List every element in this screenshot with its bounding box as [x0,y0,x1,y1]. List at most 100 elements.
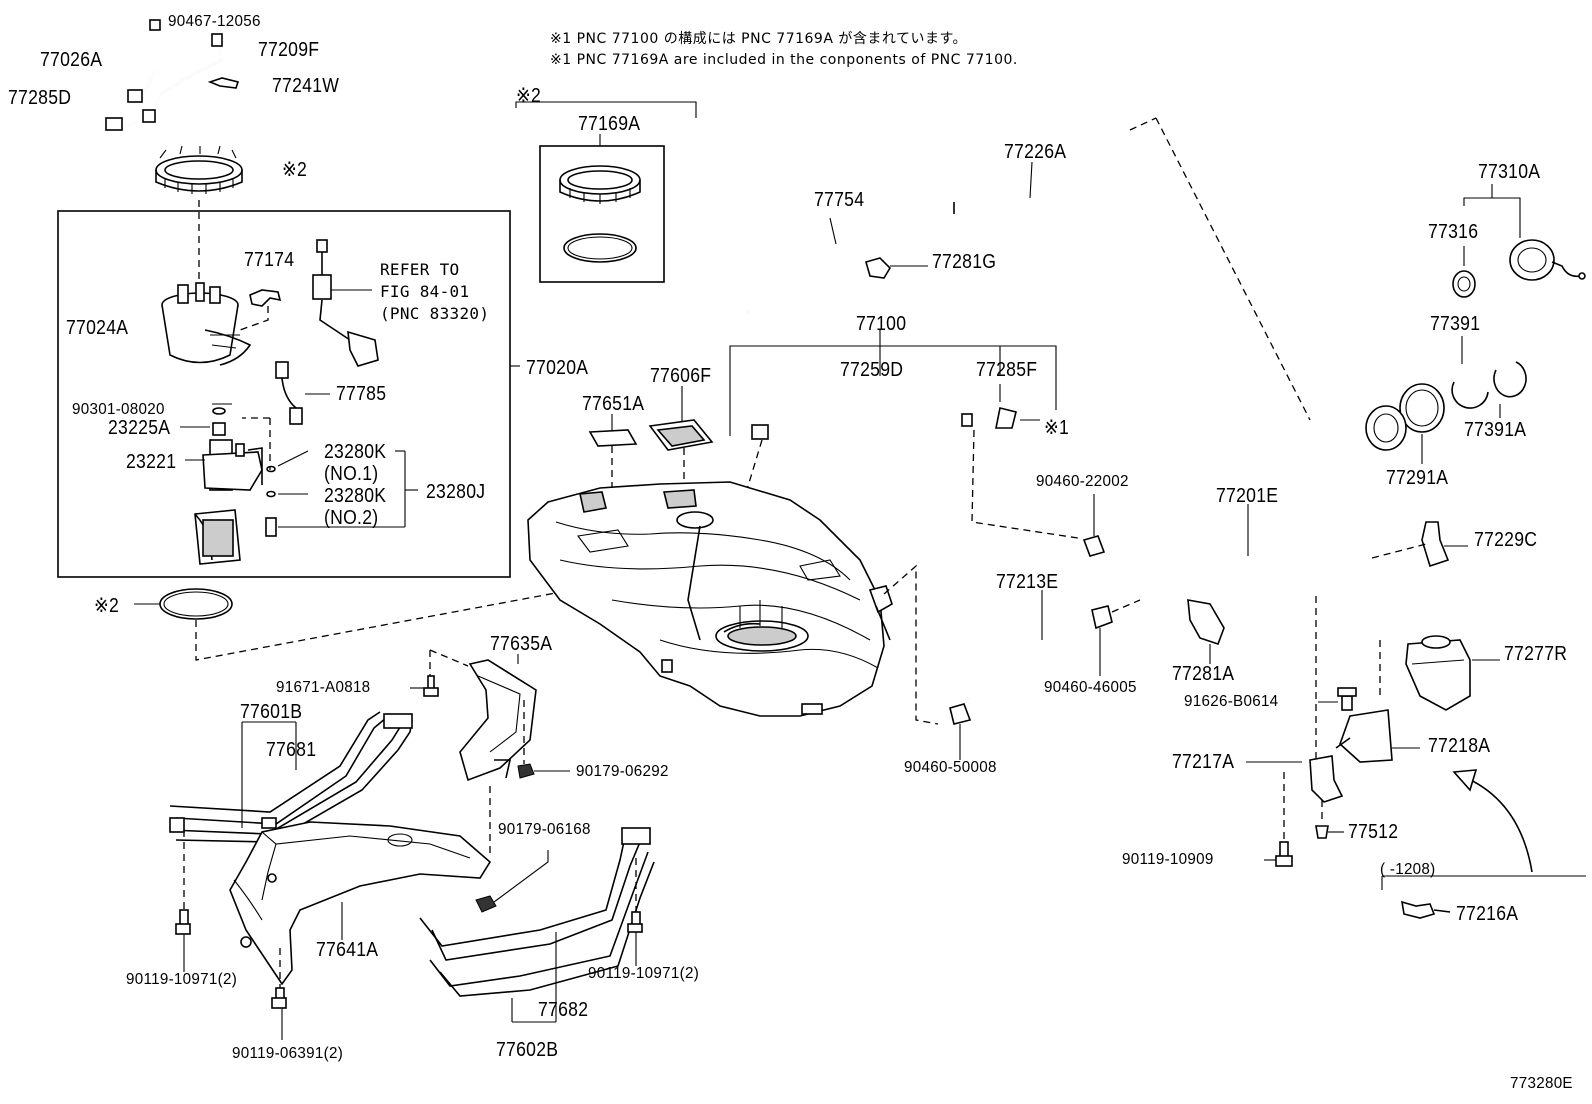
cushion-icon [212,422,226,436]
part-label[interactable]: 77785 [336,383,387,405]
bolt-icon [1337,687,1357,711]
pump-assembly-box [57,210,511,578]
part-label[interactable]: 90119-06391(2) [232,1045,344,1062]
part-label[interactable]: 77602B [496,1039,559,1061]
part-label[interactable]: 90179-06292 [576,763,669,780]
part-label[interactable]: 90119-10909 [1122,851,1214,868]
nut-icon [475,895,497,913]
part-label[interactable]: 77281G [932,251,997,273]
part-label[interactable]: 77026A [40,49,103,71]
fuel-tube-icon [751,400,973,440]
bracket-icon [459,659,537,782]
part-label[interactable]: 90467-12056 [168,13,261,30]
o-ring-icon [266,490,276,498]
clip-icon [1421,521,1450,568]
gasket-icon [159,588,233,620]
gasket-icon [1452,270,1476,298]
part-label[interactable]: 90119-10971(2) [588,965,700,982]
part-label[interactable]: 77226A [1004,141,1067,163]
part-label[interactable]: 77316 [1428,221,1479,243]
part-label[interactable]: 23280J [426,481,486,503]
lock-ring-icon [559,165,641,204]
part-label[interactable]: 77291A [1386,467,1449,489]
part-label[interactable]: 77174 [244,249,295,271]
pad-icon [588,429,638,447]
bolt-icon [175,909,191,935]
wire-harness-icon [275,361,330,425]
part-label[interactable]: 91626-B0614 [1184,693,1279,710]
part-label[interactable]: 77229C [1474,529,1538,551]
note-japanese: ※1 PNC 77100 の構成には PNC 77169A が含まれています。 [550,31,968,47]
part-label[interactable]: 77241W [272,75,340,97]
part-label[interactable]: 77285D [8,87,72,109]
part-label[interactable]: 77024A [66,317,129,339]
ref-mark: ※2 [94,595,120,617]
part-label[interactable]: 23221 [126,451,177,473]
part-note: (NO.2) [324,507,379,529]
part-label[interactable]: 77681 [266,739,317,761]
part-label[interactable]: 90460-46005 [1044,679,1137,696]
part-label[interactable]: 77682 [538,999,589,1021]
connector-icon [1401,900,1451,919]
tank-strap-icon [169,711,413,843]
o-ring-icon [212,407,226,415]
part-label[interactable]: 77641A [316,939,379,961]
filler-ring-icon [1399,383,1445,433]
part-label[interactable]: 77277R [1504,643,1568,665]
refer-line-1: REFER TO [380,260,460,279]
vent-tube-icon [737,128,1145,314]
part-label[interactable]: 77601B [240,701,303,723]
part-label[interactable]: 23280K [324,485,387,507]
part-label[interactable]: 90460-22002 [1036,473,1129,490]
bolt-icon [627,911,643,933]
part-note: (NO.1) [324,463,379,485]
bolt-icon [271,987,287,1009]
part-label[interactable]: 77169A [578,113,641,135]
part-label[interactable]: 77201E [1216,485,1279,507]
part-label[interactable]: 77635A [490,633,553,655]
part-label[interactable]: 77651A [582,393,645,415]
part-label[interactable]: 77391 [1430,313,1481,335]
part-label[interactable]: 77512 [1348,821,1399,843]
bracket-icon [1309,709,1393,803]
lock-ring-icon [155,145,243,194]
diagram-id: 773280E [1510,1075,1573,1092]
part-label[interactable]: 77754 [814,189,865,211]
arrow-icon [1461,775,1533,873]
part-label[interactable]: 77020A [526,357,589,379]
pump-filter-icon [194,509,241,565]
date-range: ( -1208) [1380,861,1436,878]
part-label[interactable]: 77217A [1172,751,1235,773]
ref-mark: ※2 [282,159,308,181]
part-label[interactable]: 77281A [1172,663,1235,685]
hose-icon [961,612,1096,706]
part-label[interactable]: 91671-A0818 [276,679,371,696]
part-label[interactable]: 77100 [856,313,907,335]
fuel-pump-icon [202,439,263,491]
part-label[interactable]: 90119-10971(2) [126,971,238,988]
bolt-icon [1275,841,1293,867]
part-label[interactable]: 90301-08020 [72,401,165,418]
part-label[interactable]: 77209F [258,39,320,61]
regulator-icon [265,517,277,537]
part-label[interactable]: 77216A [1456,903,1519,925]
part-label[interactable]: 90460-50008 [904,759,997,776]
part-label[interactable]: 77310A [1478,161,1541,183]
part-label[interactable]: 23225A [108,417,171,439]
bolt-icon [423,675,439,697]
gasket-icon [563,233,637,263]
part-label[interactable]: 90179-06168 [498,821,591,838]
part-label[interactable]: 77213E [996,571,1059,593]
part-label[interactable]: 77218A [1428,735,1491,757]
part-label[interactable]: 77285F [976,359,1038,381]
clamp-icon [995,407,1017,429]
part-label[interactable]: 77391A [1464,419,1527,441]
note-english: ※1 PNC 77169A are included in the conpon… [550,52,1018,68]
vent-tube-drawing [105,19,240,131]
part-label[interactable]: 23280K [324,441,387,463]
part-label[interactable]: 77259D [840,359,904,381]
refer-line-2[interactable]: FIG 84-01 [380,282,470,301]
part-label[interactable]: 77606F [650,365,712,387]
